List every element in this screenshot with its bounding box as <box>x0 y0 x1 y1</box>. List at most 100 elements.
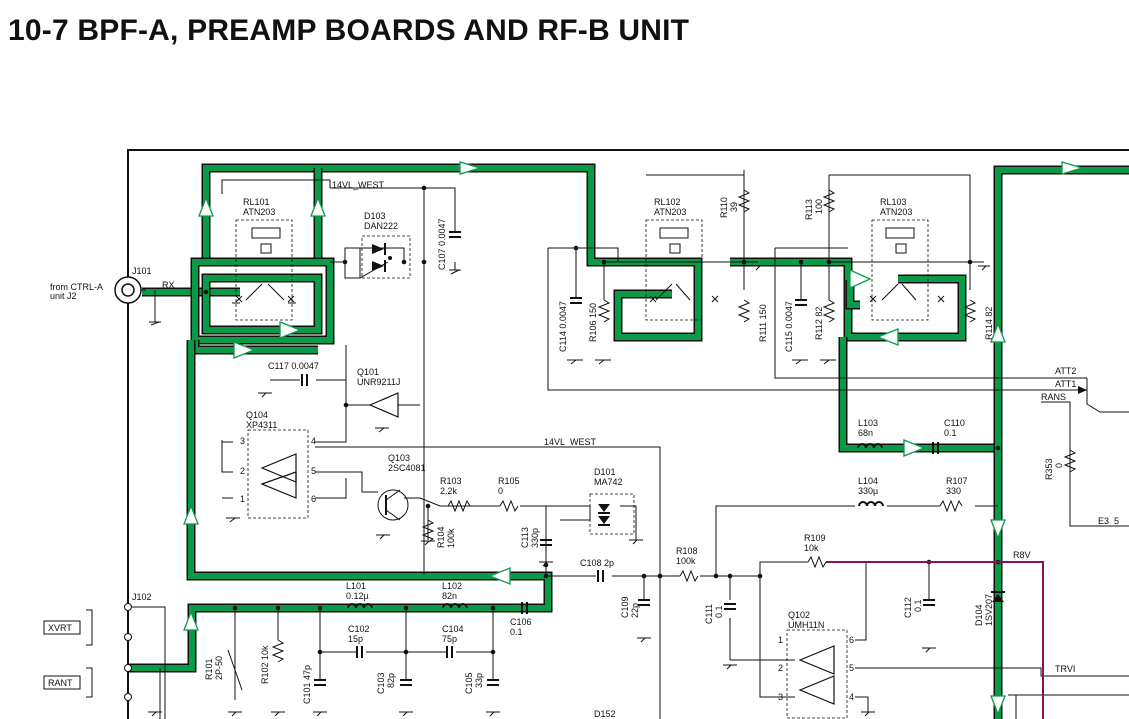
label-d101: D101 <box>594 467 616 477</box>
net-att2: ATT2 <box>1055 366 1076 376</box>
relay-rl103 <box>869 219 945 321</box>
net-att1: ATT1 <box>1055 379 1076 389</box>
label-c101: C101 47p <box>302 665 312 704</box>
labels: J101 RX from CTRL-A unit J2 J102 XVRT RA… <box>48 180 1119 719</box>
label-from-ctrl-1: from CTRL-A <box>50 282 103 292</box>
capacitors <box>301 231 939 686</box>
label-rl103: RL103 <box>880 197 907 207</box>
signal-arrows <box>183 161 1085 716</box>
relay-rl101 <box>232 219 296 321</box>
label-q101: Q101 <box>357 367 379 377</box>
label-r111: R111 150 <box>758 304 768 342</box>
label-c115: C115 0.0047 <box>784 301 794 352</box>
label-from-ctrl-2: unit J2 <box>50 291 77 301</box>
label-d104-v: 1SV207 <box>984 594 994 626</box>
q104-pin-5: 5 <box>311 466 316 476</box>
board-outline <box>127 149 1129 719</box>
label-r110: R110 <box>719 197 729 218</box>
resistors <box>227 189 1077 700</box>
label-d101-part: MA742 <box>594 477 623 487</box>
label-r113: R113 <box>804 199 814 220</box>
label-r107-v: 330 <box>946 486 961 496</box>
diode-d101 <box>589 493 635 535</box>
q102-pin-4: 4 <box>849 692 854 702</box>
label-r103-v: 2.2k <box>440 486 458 496</box>
right-edge-arrows <box>1078 386 1087 394</box>
label-r110-v: 39 <box>729 202 739 212</box>
label-c102-v: 15p <box>348 634 363 644</box>
label-r104-v: 100k <box>446 528 456 548</box>
net-e3-5: E3_5 <box>1098 516 1119 526</box>
label-c110-v: 0.1 <box>944 428 957 438</box>
label-l101: L101 <box>346 581 366 591</box>
label-r106: R106 150 <box>588 303 598 342</box>
q104-pin-3: 3 <box>240 436 245 446</box>
label-l101-v: 0.12µ <box>346 591 369 601</box>
label-q103: Q103 <box>388 453 410 463</box>
q102-pin-3: 3 <box>778 692 783 702</box>
label-r112: R112 82 <box>814 307 824 340</box>
junction-dots <box>203 185 1001 655</box>
label-r103: R103 <box>440 476 462 486</box>
label-rx: RX <box>162 280 175 290</box>
label-r108-v: 100k <box>676 556 696 566</box>
label-q101-part: UNR9211J <box>357 377 400 387</box>
transistor-q103 <box>377 489 409 521</box>
label-r101-v: 2P-50 <box>214 656 224 680</box>
label-c103-v: 82p <box>386 673 396 688</box>
connector-j102 <box>43 603 132 701</box>
label-r353-v: 0 <box>1054 463 1064 468</box>
label-c114: C114 0.0047 <box>558 301 568 352</box>
label-d103-part: DAN222 <box>364 221 398 231</box>
label-c109: C109 <box>620 596 630 618</box>
q102-pin-5: 5 <box>849 663 854 673</box>
label-rant: RANT <box>48 678 73 688</box>
connector-j101 <box>114 276 142 304</box>
label-d104: D104 <box>974 604 984 626</box>
label-c113: C113 <box>520 527 530 548</box>
label-l103: L103 <box>858 418 878 428</box>
label-c110: C110 <box>944 418 965 428</box>
label-r109-v: 10k <box>804 543 819 553</box>
label-q102-part: UMH11N <box>788 620 824 630</box>
ground-symbols <box>148 262 990 717</box>
label-r104: R104 <box>436 526 446 548</box>
label-c113-v: 330p <box>530 528 540 548</box>
label-q104: Q104 <box>246 410 268 420</box>
label-c103: C103 <box>376 672 386 694</box>
label-c106-v: 0.1 <box>510 627 523 637</box>
relay-rl102 <box>645 219 719 321</box>
page-title: 10-7 BPF-A, PREAMP BOARDS AND RF-B UNIT <box>8 14 690 47</box>
q104-pin-4: 4 <box>311 436 316 446</box>
net-trvi: TRVI <box>1055 664 1075 674</box>
label-c111: C111 <box>704 604 714 624</box>
diode-d104 <box>991 591 1005 602</box>
label-d103: D103 <box>364 211 386 221</box>
label-l104-v: 330µ <box>858 486 878 496</box>
label-r113-v: 100 <box>814 199 824 214</box>
label-r107: R107 <box>946 476 968 486</box>
q104-pin-1: 1 <box>240 494 245 504</box>
label-c117: C117 0.0047 <box>268 361 319 371</box>
label-c111-v: 0.1 <box>714 605 724 618</box>
r8v-line <box>826 561 1044 719</box>
label-j101: J101 <box>132 266 152 276</box>
label-c108: C108 2p <box>580 558 614 568</box>
net-14vl-west-mid: 14VL_WEST <box>544 437 597 447</box>
transistor-q102 <box>786 629 848 719</box>
label-rl101-part: ATN203 <box>243 207 275 217</box>
label-c109-v: 22p <box>630 603 640 618</box>
label-r101: R101 <box>204 658 214 680</box>
label-j102: J102 <box>132 592 152 602</box>
q102-pin-1: 1 <box>778 635 783 645</box>
label-l103-v: 68n <box>858 428 873 438</box>
net-r8v: R8V <box>1013 550 1031 560</box>
label-c105: C105 <box>464 672 474 694</box>
pin-numbers: 3 2 1 4 5 6 1 2 3 6 5 4 <box>240 436 854 702</box>
label-r102: R102 10k <box>260 645 270 684</box>
net-14vl-west-top: 14VL_WEST <box>332 180 385 190</box>
q102-pin-6: 6 <box>849 635 854 645</box>
diode-d103 <box>361 235 411 279</box>
label-l102-v: 82n <box>442 591 457 601</box>
